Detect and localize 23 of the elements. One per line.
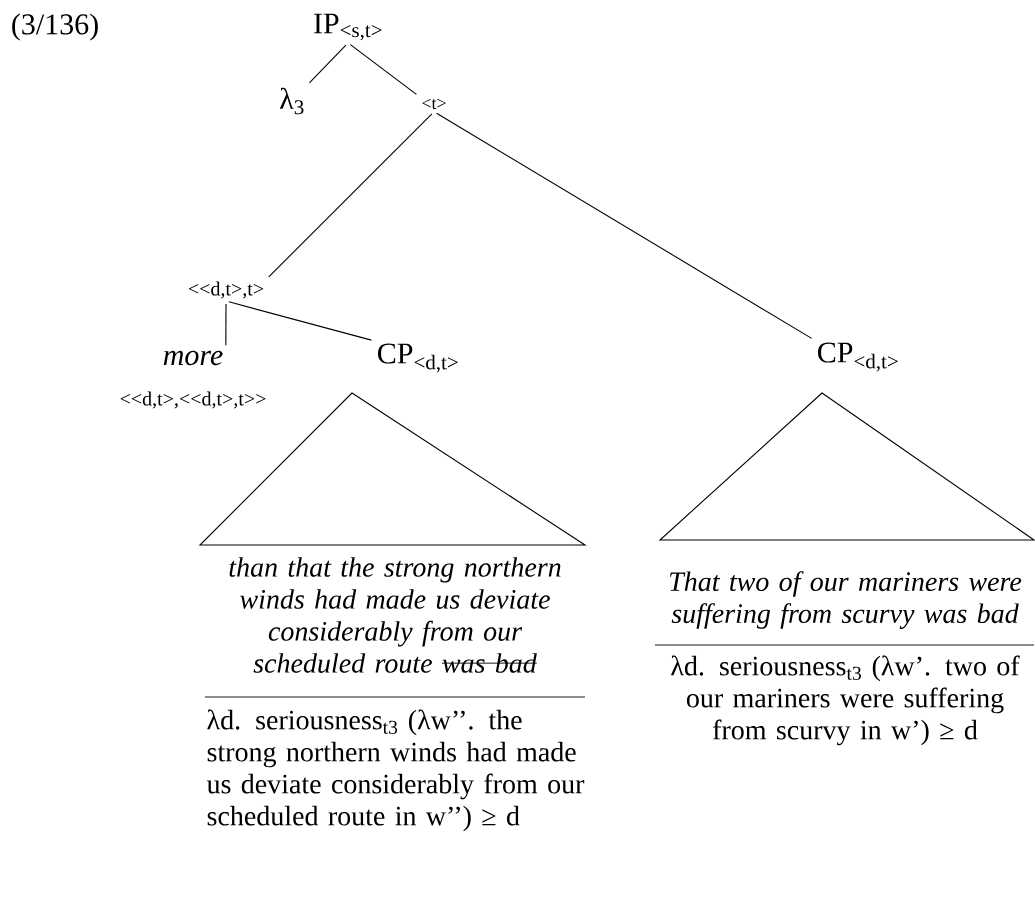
example-number: (3/136) xyxy=(12,13,98,41)
node-label: considerably from our xyxy=(268,620,523,647)
denotation-text: λd. seriousness$_{t3}$ (λw’. two of our mariners were suffering from scurvy in w’) ≥ d xyxy=(671,655,1020,746)
type-label: <t> xyxy=(422,98,446,110)
triangle-node: That two of our mariners were suffering from scurvy was bad xyxy=(658,392,1035,629)
branch-line xyxy=(225,303,227,346)
node-label: than that the strong northern xyxy=(229,557,561,583)
category-label: IP$_{<s,t>}$ xyxy=(314,13,382,41)
denotation-text: λd. seriousness$_{t3}$ (λw’’. the strong northern winds had made us deviate considerably from our scheduled route in w’’) ≥ d xyxy=(206,709,585,832)
node-label: scheduled route xyxy=(253,653,432,673)
category-label: CP$_{<d,t>}$ xyxy=(378,343,458,373)
branch-line xyxy=(349,44,417,95)
node-label: winds had made us deviate xyxy=(240,589,550,609)
branch-line xyxy=(228,301,372,341)
branch-line xyxy=(268,113,433,278)
type-label: <<d,t>,t> xyxy=(188,281,264,299)
branch-line xyxy=(436,112,813,339)
branch-line xyxy=(308,44,347,84)
category-label: λ$_{3}$ xyxy=(280,87,304,115)
word-label: more xyxy=(163,350,223,366)
node-label: That two of our mariners were suffering from scurvy was bad xyxy=(670,571,1022,629)
category-label: CP$_{<d,t>}$ xyxy=(818,342,898,372)
type-label: <<d,t>,<<d,t>,t>> xyxy=(120,391,266,409)
